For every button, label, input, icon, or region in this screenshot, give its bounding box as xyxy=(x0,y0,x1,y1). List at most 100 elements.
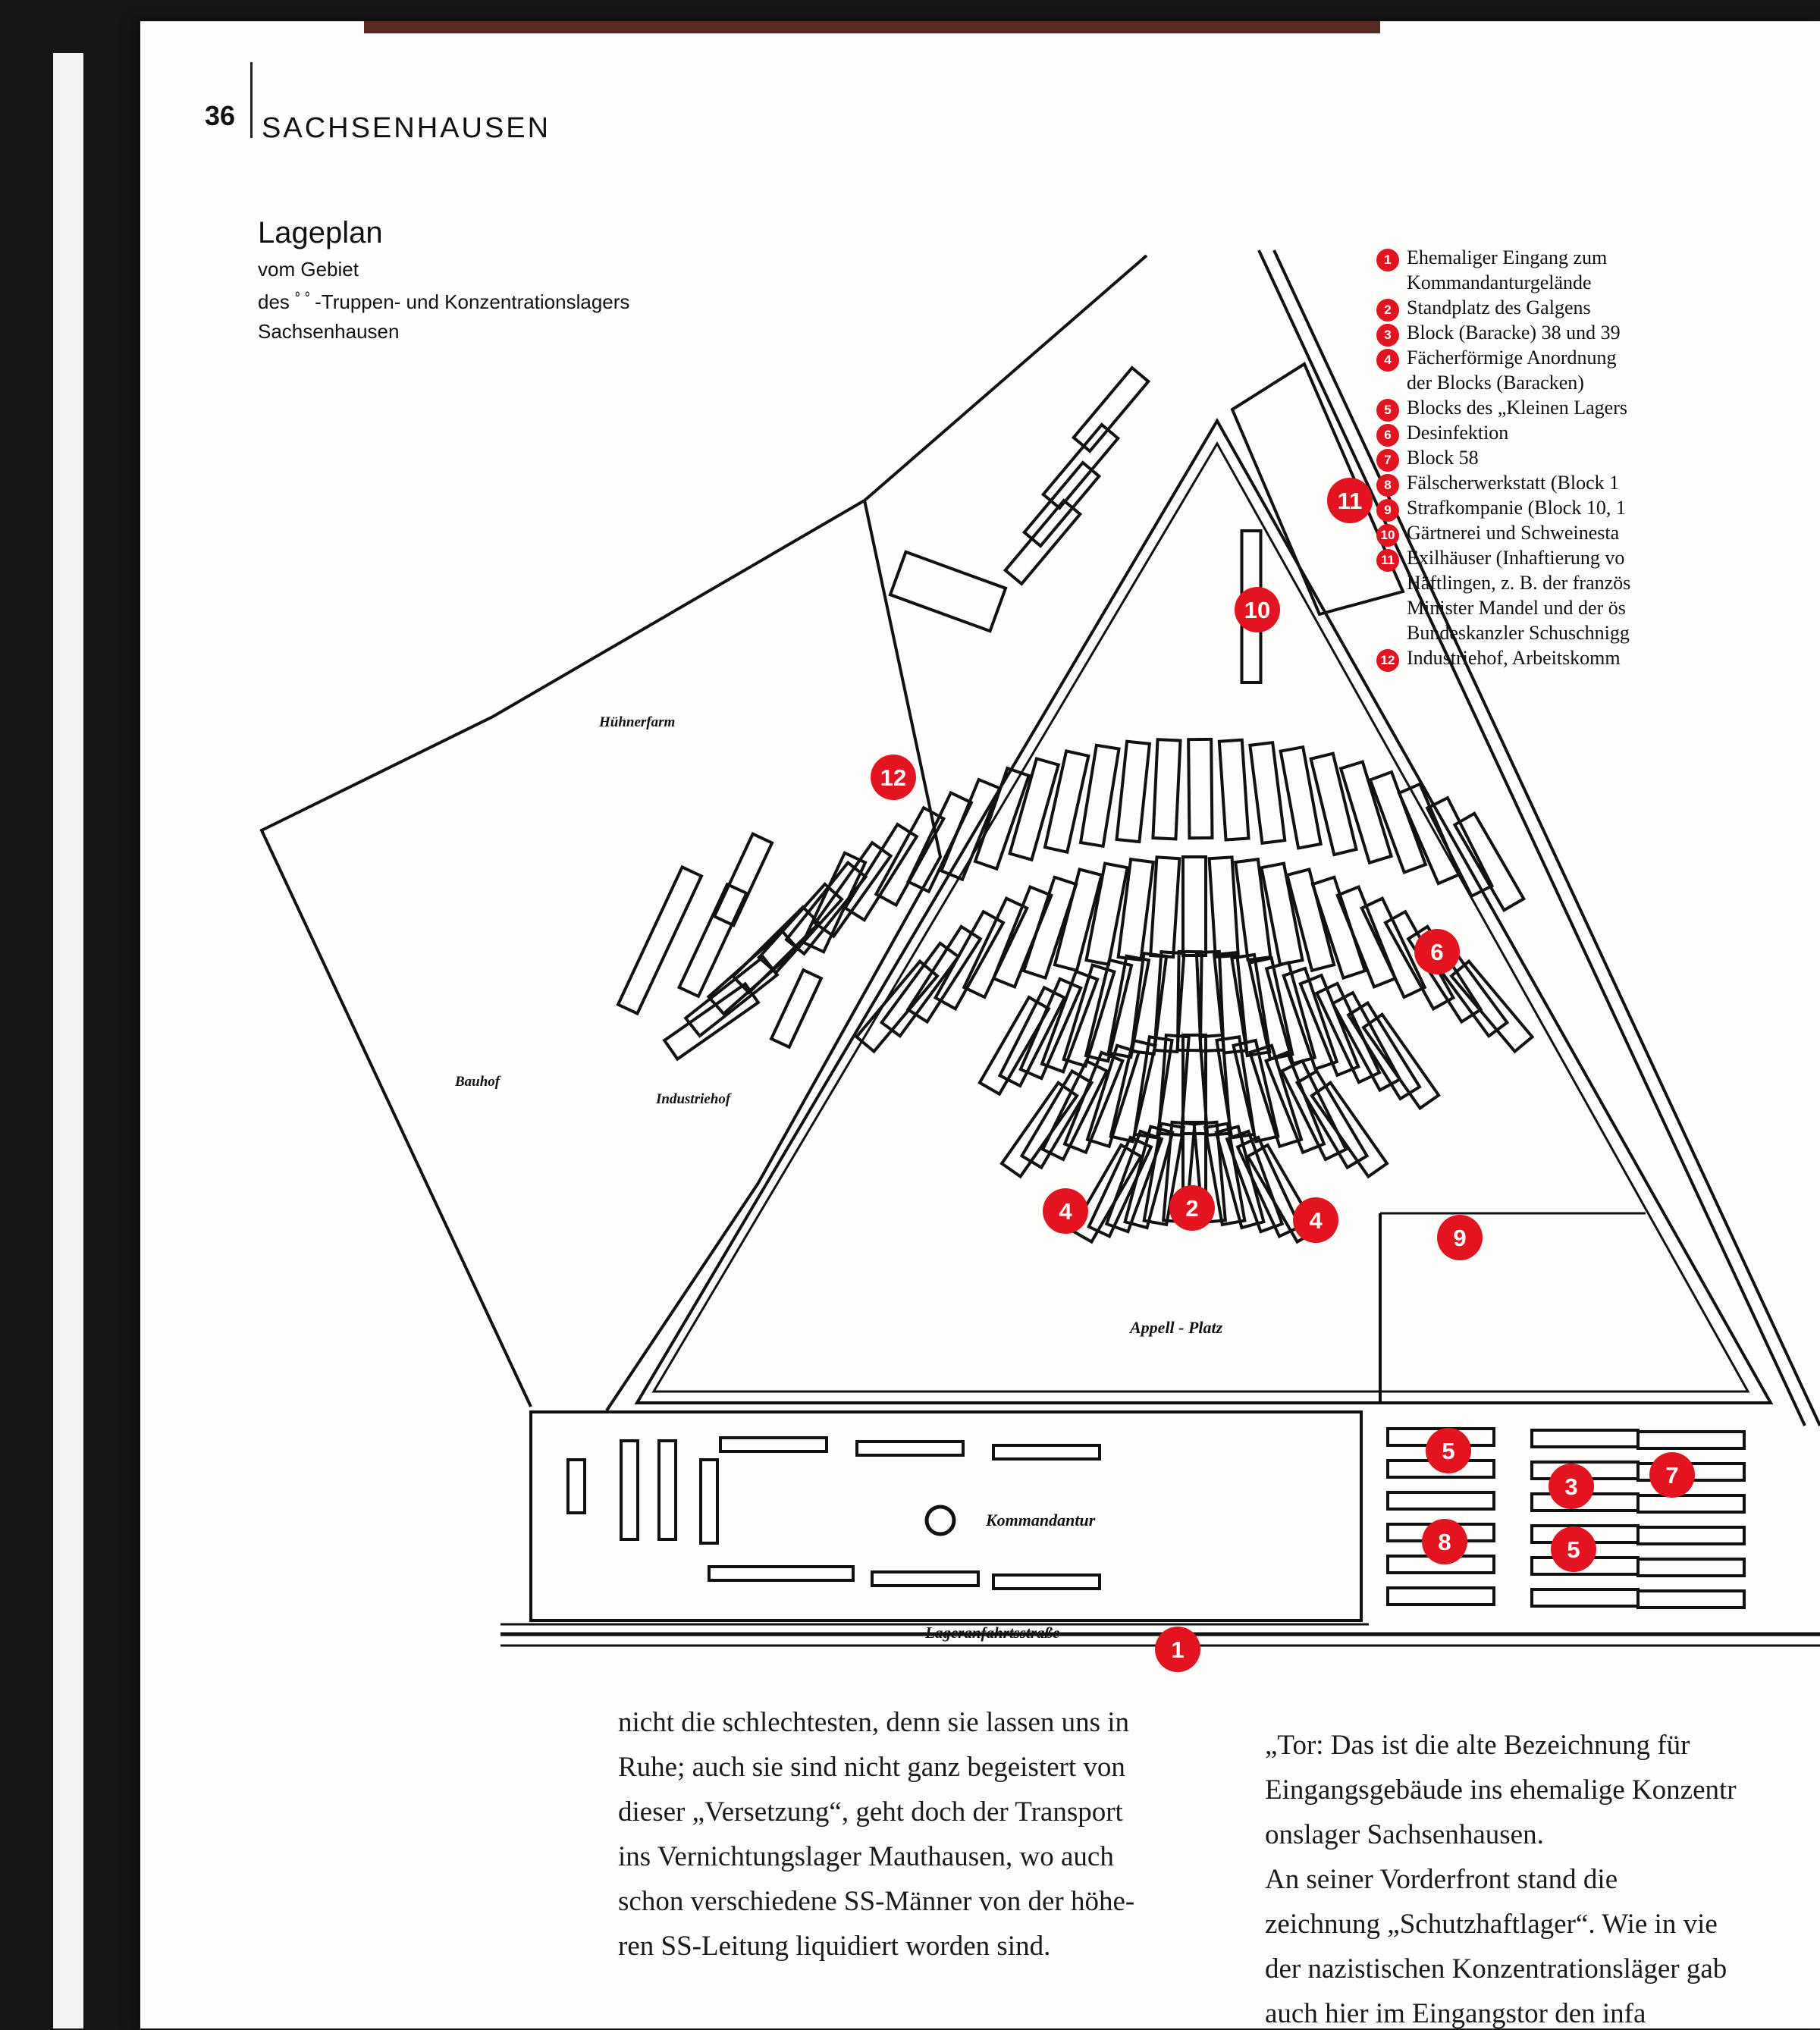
barrack-block xyxy=(1207,855,1240,959)
svg-text:6: 6 xyxy=(1430,939,1443,965)
barrack-block xyxy=(1530,1588,1640,1608)
barrack-block xyxy=(1115,739,1152,844)
legend-text-9: Strafkompanie (Block 10, 1 xyxy=(1407,497,1626,519)
legend-text-2: Standplatz des Galgens xyxy=(1407,296,1591,318)
kommandantur-area xyxy=(529,1410,1363,1622)
legend-text-3: Block (Baracke) 38 und 39 xyxy=(1407,322,1621,344)
legend-text-1: Ehemaliger Eingang zum xyxy=(1407,246,1608,268)
prisoner-camp-triangle xyxy=(634,417,1774,1404)
map-label-kommandantur: Kommandantur xyxy=(985,1511,1096,1530)
barrack-block xyxy=(1116,857,1156,962)
prisoner-camp-triangle-inner xyxy=(651,441,1750,1393)
barrack-block xyxy=(1198,1033,1232,1137)
map-caption-line: Sachsenhausen xyxy=(258,320,400,343)
barrack-block xyxy=(888,550,1008,633)
barrack-block xyxy=(801,851,868,954)
svg-text:12: 12 xyxy=(880,764,906,791)
svg-text:5: 5 xyxy=(1567,1536,1580,1563)
legend-text-6: Desinfektion xyxy=(1407,422,1509,444)
header-divider xyxy=(250,62,253,138)
barrack-block xyxy=(1386,1586,1495,1606)
svg-text:3: 3 xyxy=(1564,1473,1577,1500)
barrack-block xyxy=(1247,955,1294,1062)
body-text-line: „Tor: Das ist die alte Bezeichnung für xyxy=(1265,1730,1690,1761)
barrack-block xyxy=(1084,861,1129,967)
barrack-block xyxy=(855,1440,965,1457)
exile-houses-area xyxy=(1230,362,1405,617)
barrack-block xyxy=(843,822,919,922)
map-label-industriehof: Industriehof xyxy=(655,1091,732,1107)
legend-text-11: Minister Mandel und der ös xyxy=(1407,597,1626,619)
barrack-block xyxy=(1636,1526,1746,1545)
page-number: 36 xyxy=(205,100,236,131)
map-marker-5: 5 xyxy=(1426,1428,1471,1473)
barrack-block xyxy=(1636,1430,1746,1450)
barrack-block xyxy=(1019,1068,1094,1170)
svg-text:4: 4 xyxy=(1309,1207,1323,1234)
running-title: SACHSENHAUSEN xyxy=(262,112,551,144)
barrack-block xyxy=(616,864,704,1016)
map-marker-1: 1 xyxy=(1155,1627,1200,1672)
svg-text:4: 4 xyxy=(1059,1198,1072,1225)
barrack-block xyxy=(1298,973,1360,1078)
legend-text-1: Kommandanturgelände xyxy=(1407,271,1592,293)
legend-text-11: Exilhäuser (Inhaftierung vo xyxy=(1407,547,1625,569)
barrack-block xyxy=(1264,960,1317,1066)
map-caption-line: vom Gebiet xyxy=(258,258,359,281)
svg-text:8: 8 xyxy=(1438,1529,1451,1555)
body-text-line: der nazistischen Konzentrationsläger gab xyxy=(1265,1953,1727,1985)
barrack-block xyxy=(1181,855,1207,957)
map-label-lageranfahrtsstrasse: Lageranfahrtsstraße xyxy=(924,1624,1059,1642)
legend-marker-1: 1 xyxy=(1376,249,1399,271)
svg-text:9: 9 xyxy=(1453,1225,1466,1251)
legend-marker-11: 11 xyxy=(1376,549,1399,572)
body-text-line: dieser „Versetzung“, geht doch der Trans… xyxy=(618,1796,1123,1828)
legend-marker-4: 4 xyxy=(1376,349,1399,372)
barrack-block xyxy=(1078,743,1121,849)
barrack-block xyxy=(699,1458,719,1545)
barrack-block xyxy=(1406,924,1483,1024)
legend-text-7: Block 58 xyxy=(1407,447,1479,469)
barrack-block xyxy=(962,896,1029,999)
body-text-line: nicht die schlechtesten, denn sie lassen… xyxy=(618,1707,1130,1738)
map-marker-12: 12 xyxy=(871,755,916,800)
barrack-block xyxy=(1194,949,1225,1053)
barrack-block xyxy=(1203,1122,1247,1227)
legend-text-5: Blocks des „Kleinen Lagers xyxy=(1407,397,1627,419)
barrack-block xyxy=(712,832,774,927)
map-marker-8: 8 xyxy=(1422,1519,1467,1564)
barrack-block xyxy=(1530,1429,1640,1448)
barrack-block xyxy=(992,1573,1101,1590)
barrack-block xyxy=(939,777,1002,882)
body-text-line: auch hier im Eingangstor den infa xyxy=(1265,1998,1646,2029)
barrack-block xyxy=(1335,884,1398,989)
barrack-block xyxy=(1279,745,1323,850)
barrack-block xyxy=(1285,867,1336,973)
outer-boundary xyxy=(259,254,1148,1407)
barrack-block xyxy=(871,1570,980,1587)
barrack-block xyxy=(1062,963,1116,1068)
barrack-block xyxy=(977,995,1051,1097)
barrack-block xyxy=(657,1439,677,1541)
railway-line xyxy=(1272,249,1820,1426)
legend-marker-6: 6 xyxy=(1376,424,1399,447)
map-marker-5: 5 xyxy=(1551,1526,1596,1572)
body-text-line: zeichnung „Schutzhaftlager“. Wie in vie xyxy=(1265,1909,1718,1940)
barrack-block xyxy=(1310,875,1367,980)
legend-marker-3: 3 xyxy=(1376,324,1399,347)
barrack-block xyxy=(879,940,961,1039)
barrack-block xyxy=(1043,748,1090,855)
barrack-block xyxy=(1212,950,1249,1055)
barrack-block xyxy=(1217,738,1250,842)
legend-text-8: Fälscherwerkstatt (Block 1 xyxy=(1407,472,1620,494)
cover-edge xyxy=(364,21,1380,33)
barrack-block xyxy=(757,882,844,975)
barrack-block xyxy=(992,1444,1101,1461)
barrack-block xyxy=(566,1458,586,1514)
barrack-block xyxy=(1233,857,1272,962)
barrack-block xyxy=(1338,760,1394,865)
legend-text-11: Häftlingen, z. B. der französ xyxy=(1407,572,1631,594)
barrack-block xyxy=(1279,1059,1348,1162)
legend-marker-8: 8 xyxy=(1376,474,1399,497)
barrack-block xyxy=(1314,981,1382,1084)
